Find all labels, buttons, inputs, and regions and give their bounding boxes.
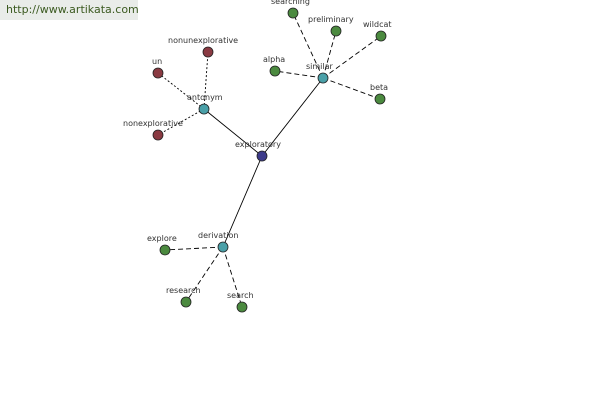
graph-labels: exploratory antonym similar derivation un non…	[123, 0, 392, 300]
node-searching[interactable]	[287, 7, 299, 19]
node-preliminary[interactable]	[330, 25, 342, 37]
label-un: un	[152, 57, 162, 66]
label-beta: beta	[370, 83, 388, 92]
node-nonunexplorative[interactable]	[202, 46, 214, 58]
node-un[interactable]	[152, 67, 164, 79]
site-link[interactable]: http://www.artikata.com	[0, 0, 139, 20]
node-explore[interactable]	[159, 244, 171, 256]
node-nonexplorative[interactable]	[152, 129, 164, 141]
node-derivation[interactable]	[217, 241, 229, 253]
node-exploratory[interactable]	[256, 150, 268, 162]
edge-wildcat	[322, 35, 382, 79]
label-exploratory: exploratory	[235, 140, 281, 149]
edge-search	[222, 246, 243, 308]
label-antonym: antonym	[187, 93, 223, 102]
label-research: research	[166, 286, 201, 295]
label-similar: similar	[306, 62, 334, 71]
edge-derivation	[222, 155, 263, 248]
label-preliminary: preliminary	[308, 15, 354, 24]
node-similar[interactable]	[317, 72, 329, 84]
label-derivation: derivation	[198, 231, 238, 240]
node-research[interactable]	[180, 296, 192, 308]
node-antonym[interactable]	[198, 103, 210, 115]
edge-similar	[261, 77, 324, 157]
node-search[interactable]	[236, 301, 248, 313]
label-search: search	[227, 291, 254, 300]
edge-un	[157, 72, 205, 110]
node-beta[interactable]	[374, 93, 386, 105]
node-alpha[interactable]	[269, 65, 281, 77]
label-searching: searching	[271, 0, 310, 6]
label-nonunexplorative: nonunexplorative	[168, 36, 238, 45]
node-wildcat[interactable]	[375, 30, 387, 42]
edge-alpha	[274, 70, 324, 79]
graph-edges	[157, 12, 382, 308]
label-alpha: alpha	[263, 55, 285, 64]
edge-nonunexplorative	[203, 51, 209, 110]
graph-nodes	[152, 7, 387, 313]
edge-antonym	[203, 108, 263, 157]
label-explore: explore	[147, 234, 177, 243]
edge-nonexplorative	[157, 108, 205, 136]
edge-beta	[322, 77, 381, 100]
edge-explore	[164, 246, 224, 251]
edge-searching	[292, 12, 324, 79]
label-nonexplorative: nonexplorative	[123, 119, 183, 128]
edge-preliminary	[322, 30, 337, 79]
label-wildcat: wildcat	[363, 20, 392, 29]
edge-research	[185, 246, 224, 303]
